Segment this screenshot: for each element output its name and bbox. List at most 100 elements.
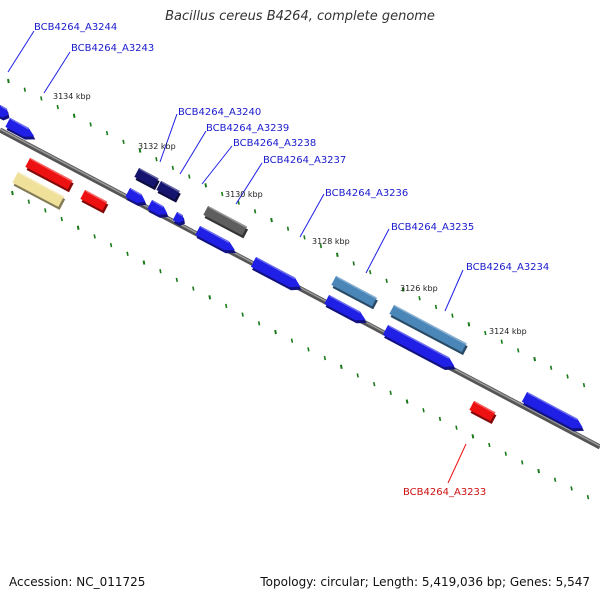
outer-tick xyxy=(549,365,553,370)
outer-tick xyxy=(484,330,487,336)
inner-tick xyxy=(192,286,195,291)
inner-tick xyxy=(44,208,47,213)
gene-label: BCB4264_A3234 xyxy=(466,262,549,273)
outer-tick xyxy=(23,87,27,92)
outer-tick xyxy=(89,122,92,127)
label-pointer xyxy=(43,51,71,94)
inner-tick xyxy=(405,399,409,404)
gene-label: BCB4264_A3238 xyxy=(233,138,316,149)
outer-tick xyxy=(369,269,372,275)
gene-blue-a xyxy=(125,188,147,206)
label-pointer xyxy=(444,269,464,312)
inner-tick xyxy=(422,408,425,413)
inner-tick xyxy=(373,381,376,387)
outer-tick xyxy=(319,243,323,249)
inner-tick xyxy=(109,242,113,248)
inner-tick xyxy=(356,373,359,378)
outer-tick xyxy=(237,200,240,205)
inner-tick xyxy=(521,460,524,465)
outer-tick xyxy=(582,382,586,388)
gene-khaki-1 xyxy=(12,172,66,210)
label-pointer xyxy=(7,30,35,73)
outer-tick xyxy=(352,261,355,266)
outer-tick xyxy=(286,226,290,231)
scale-label: 3126 kbp xyxy=(400,284,438,293)
outer-tick xyxy=(303,235,306,240)
inner-tick xyxy=(586,494,590,500)
label-pointer xyxy=(201,145,233,185)
inner-tick xyxy=(159,269,162,274)
label-pointer xyxy=(235,162,263,205)
gene-A3237 xyxy=(203,206,249,239)
gene-blue-d xyxy=(195,226,236,254)
gene-features xyxy=(0,105,584,432)
label-pointers xyxy=(7,30,467,484)
outer-tick xyxy=(204,183,208,188)
scale-label: 3132 kbp xyxy=(138,142,176,151)
outer-tick xyxy=(7,78,10,84)
inner-tick-track xyxy=(11,190,590,500)
label-pointer xyxy=(299,193,325,238)
scale-label: 3134 kbp xyxy=(53,92,91,101)
outer-tick xyxy=(105,130,109,136)
outer-tick xyxy=(451,313,454,318)
inner-tick xyxy=(274,329,277,335)
gene-A3236 xyxy=(250,257,302,291)
inner-tick xyxy=(504,451,507,456)
outer-tick xyxy=(188,174,191,179)
inner-tick xyxy=(76,225,80,230)
gene-labels: BCB4264_A3244BCB4264_A3243BCB4264_A3240B… xyxy=(34,22,549,498)
gene-red-2 xyxy=(80,190,109,214)
label-pointer xyxy=(365,228,390,274)
inner-tick xyxy=(257,321,261,326)
inner-tick xyxy=(323,355,327,361)
inner-tick xyxy=(455,425,458,430)
accession-text: Accession: NC_011725 xyxy=(9,575,146,589)
inner-tick xyxy=(142,260,146,265)
outer-tick xyxy=(138,148,142,153)
outer-tick xyxy=(56,104,59,110)
outer-tick xyxy=(221,191,224,197)
gene-blue-f xyxy=(324,295,367,324)
gene-label: BCB4264_A3237 xyxy=(263,155,346,166)
gene-A3240 xyxy=(134,168,160,191)
topology-text: Topology: circular; Length: 5,419,036 bp… xyxy=(260,575,590,589)
map-title: Bacillus cereus B4264, complete genome xyxy=(165,9,435,24)
outer-tick-track xyxy=(7,78,586,388)
inner-tick xyxy=(438,416,442,422)
gene-label: BCB4264_A3233 xyxy=(403,487,486,498)
inner-tick xyxy=(175,277,179,283)
gene-label: BCB4264_A3244 xyxy=(34,22,117,33)
inner-tick xyxy=(471,434,475,439)
inner-tick xyxy=(307,347,310,352)
inner-tick xyxy=(389,390,392,396)
outer-tick xyxy=(385,278,388,284)
inner-tick xyxy=(488,442,491,448)
outer-tick xyxy=(72,113,76,118)
outer-tick xyxy=(171,165,175,171)
gene-A3234 xyxy=(389,305,468,356)
label-pointer xyxy=(447,443,467,484)
gene-A3239 xyxy=(156,181,181,203)
inner-tick xyxy=(60,216,63,222)
outer-tick xyxy=(467,322,471,327)
gene-A3244 xyxy=(0,105,10,121)
gene-blue-g xyxy=(382,325,456,370)
outer-tick xyxy=(418,296,421,301)
inner-tick xyxy=(570,486,573,491)
outer-tick xyxy=(122,139,125,144)
scale-label: 3130 kbp xyxy=(225,190,263,199)
inner-tick xyxy=(241,312,244,317)
inner-tick xyxy=(93,234,96,239)
outer-tick xyxy=(335,252,339,257)
inner-tick xyxy=(537,468,541,474)
label-pointer xyxy=(159,113,178,163)
inner-tick xyxy=(339,364,343,369)
gene-label: BCB4264_A3236 xyxy=(325,188,408,199)
inner-tick xyxy=(208,295,212,300)
outer-tick xyxy=(517,348,520,353)
inner-tick xyxy=(553,477,557,482)
outer-tick xyxy=(40,96,43,101)
inner-tick xyxy=(11,190,14,196)
